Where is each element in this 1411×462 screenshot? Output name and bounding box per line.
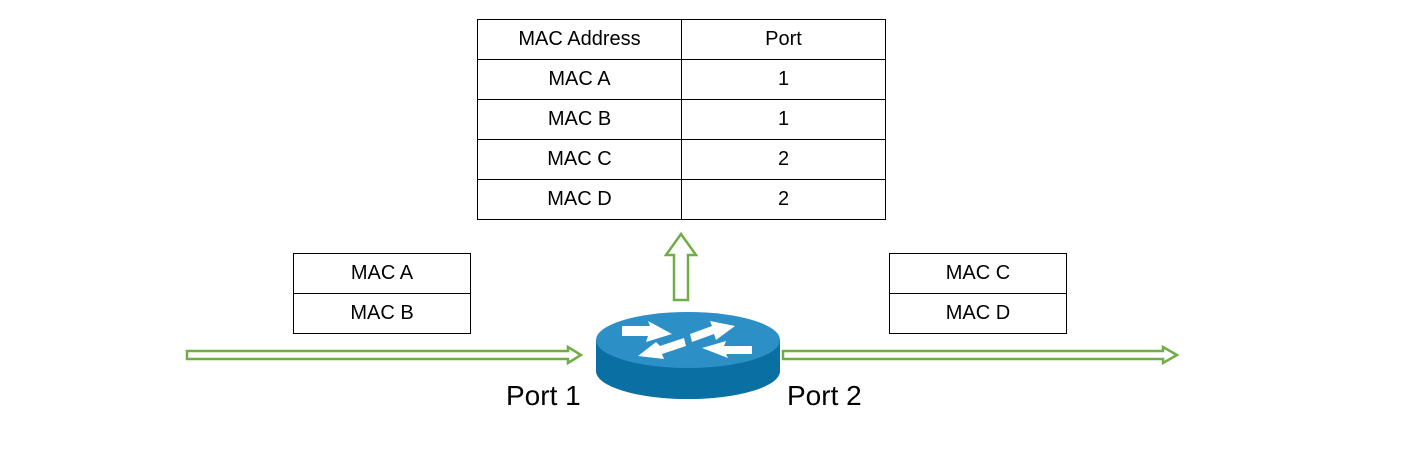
port-cell: 2: [681, 179, 886, 220]
table-row: MAC B 1: [477, 99, 886, 140]
table-row: MAC D 2: [477, 179, 886, 220]
port-1-label: Port 1: [506, 380, 581, 411]
list-item: MAC D: [889, 293, 1067, 334]
port-cell: 1: [681, 59, 886, 100]
port-column-header: Port: [681, 19, 886, 60]
port-2-frame-box: MAC C MAC D: [889, 253, 1067, 334]
port-1-frame-box: MAC A MAC B: [293, 253, 471, 334]
table-row: MAC C 2: [477, 139, 886, 180]
arrow-into-port-1: [185, 344, 584, 366]
router-icon: [596, 312, 780, 399]
mac-table-header-row: MAC Address Port: [477, 19, 886, 60]
mac-address-cell: MAC B: [477, 99, 682, 140]
mac-address-cell: MAC A: [477, 59, 682, 100]
frame-mac-entry: MAC A: [293, 253, 471, 294]
frame-mac-entry: MAC B: [293, 293, 471, 334]
frame-mac-entry: MAC D: [889, 293, 1067, 334]
arrow-up-to-mac-table: [663, 231, 699, 302]
arrow-out-of-port-2: [781, 344, 1180, 366]
mac-address-cell: MAC D: [477, 179, 682, 220]
port-2-label: Port 2: [787, 380, 862, 411]
list-item: MAC C: [889, 253, 1067, 294]
mac-address-cell: MAC C: [477, 139, 682, 180]
table-row: MAC A 1: [477, 59, 886, 100]
mac-address-column-header: MAC Address: [477, 19, 682, 60]
port-cell: 2: [681, 139, 886, 180]
list-item: MAC A: [293, 253, 471, 294]
mac-address-table: MAC Address Port MAC A 1 MAC B 1 MAC C 2…: [477, 19, 886, 220]
frame-mac-entry: MAC C: [889, 253, 1067, 294]
list-item: MAC B: [293, 293, 471, 334]
port-cell: 1: [681, 99, 886, 140]
